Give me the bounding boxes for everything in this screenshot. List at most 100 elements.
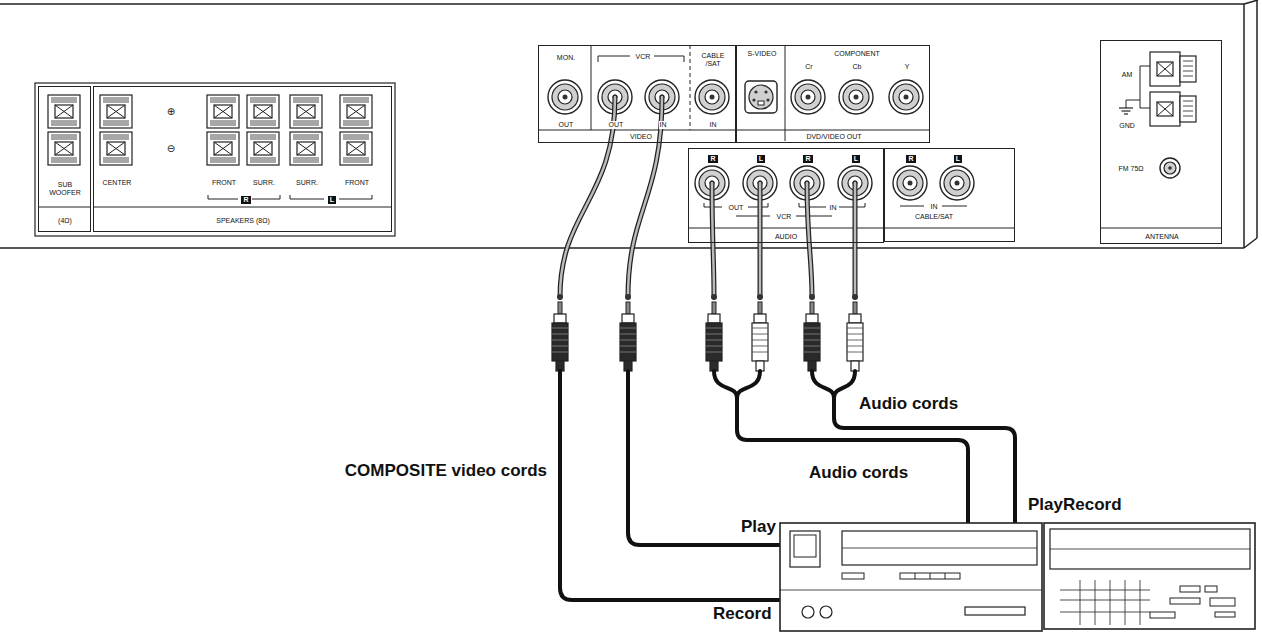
terminal-screw-mark (297, 105, 315, 118)
speaker-terminal (290, 95, 322, 128)
panel-label: Cr (804, 63, 813, 71)
vcr-display (794, 535, 816, 557)
panel-label: AUDIO (774, 233, 798, 241)
rca-plug (804, 302, 820, 371)
vcr-cassette-door (842, 531, 1037, 565)
panel-section: MON.VCRCABLE /SATOUTOUTININVIDEO (538, 45, 736, 143)
terminal-rib (210, 123, 236, 124)
terminal-screw-mark (214, 105, 232, 118)
panel-label: R (803, 155, 812, 163)
terminal-rib (51, 135, 77, 136)
plug-rib (620, 352, 636, 353)
terminal-rib (51, 139, 77, 140)
panel-label: Cb (852, 63, 863, 71)
terminal-screw-mark (297, 142, 315, 155)
terminal-body (48, 95, 80, 128)
terminal-screw-mark (1157, 62, 1173, 76)
terminal-lever (1180, 56, 1196, 82)
terminal-screw-mark (1157, 102, 1173, 116)
vcr-panel (1050, 529, 1250, 569)
vcr-line (780, 590, 1042, 591)
terminal-rib (210, 100, 236, 101)
jack-ring (955, 181, 960, 186)
plug-shell (554, 314, 566, 323)
jack-ring (889, 80, 923, 114)
plug-shell (754, 314, 766, 323)
divider-line (690, 45, 691, 130)
rca-jack (893, 166, 927, 200)
terminal-rib (210, 121, 236, 122)
panel-label: GND (1118, 122, 1136, 130)
bracket-line (799, 207, 826, 208)
terminal-rib (210, 137, 236, 138)
cord-label: Audio cords (808, 463, 909, 483)
jack-ring (950, 176, 964, 190)
panel-label: VCR (635, 53, 652, 61)
panel-label: Y (904, 63, 911, 71)
terminal-screw (297, 105, 315, 118)
panel-section: SUB WOOFER(4Ω) (38, 86, 91, 232)
cable (834, 398, 1015, 525)
panel-label: IN (930, 203, 939, 211)
terminal-screw (214, 105, 232, 118)
terminal-lever (1180, 96, 1196, 122)
bracket-line (654, 56, 684, 57)
speaker-terminal (207, 132, 239, 165)
cable (560, 371, 780, 600)
plug-rib (620, 334, 636, 335)
panel-label: IN (829, 204, 838, 212)
s-video-pin (766, 98, 769, 101)
terminal-rib (103, 137, 129, 138)
plug-rib (804, 328, 820, 329)
cable (737, 398, 968, 525)
terminal-rib (51, 162, 77, 163)
jack-ring (695, 80, 729, 114)
terminal-screw (55, 105, 73, 118)
panel-edge (1244, 238, 1257, 248)
terminal-rib (343, 162, 369, 163)
s-video-pin (754, 90, 757, 93)
terminal-screw-mark (347, 142, 365, 155)
plug-rib (847, 328, 863, 329)
plug-grip (706, 323, 722, 361)
terminal-rib (210, 125, 236, 126)
bracket-line (339, 199, 372, 200)
terminal-rib (293, 139, 319, 140)
panel-label: ⊖ (166, 143, 176, 155)
vcr-button (1170, 598, 1200, 604)
speaker-terminal (340, 132, 372, 165)
terminal-rib (343, 160, 369, 161)
speaker-terminal (207, 95, 239, 128)
antenna-terminal (1150, 92, 1196, 126)
rca-jack (839, 80, 873, 114)
panel-edge (1244, 0, 1258, 4)
cord-label: PlayRecord (1027, 495, 1123, 515)
terminal-rib (250, 158, 276, 159)
cord-wire (712, 183, 714, 297)
strip-line (736, 130, 930, 131)
panel-edge (1256, 0, 1258, 238)
plug-rib (847, 340, 863, 341)
panel-label: SUB WOOFER (47, 181, 83, 197)
vcr-button (930, 573, 931, 579)
fm-jack (1164, 162, 1176, 174)
panel-section: S-VIDEOCOMPONENTCrCbYDVD/VIDEO OUT (736, 45, 930, 143)
terminal-body (1150, 52, 1180, 86)
panel-label: OUT (558, 121, 575, 129)
bracket-line (1140, 108, 1150, 109)
panel-label: VCR (776, 213, 793, 221)
bracket-line (372, 195, 373, 199)
plug-rib (706, 352, 722, 353)
terminal-screw-mark (214, 105, 232, 118)
vcr-button (1180, 586, 1200, 592)
s-video-body (745, 81, 777, 113)
terminal-rib (51, 137, 77, 138)
terminal-body (207, 132, 239, 165)
jack-ring (940, 166, 974, 200)
terminal-screw-mark (297, 105, 315, 118)
bracket-line (598, 56, 630, 57)
vcr-button (1150, 612, 1175, 618)
plug-rib (620, 328, 636, 329)
